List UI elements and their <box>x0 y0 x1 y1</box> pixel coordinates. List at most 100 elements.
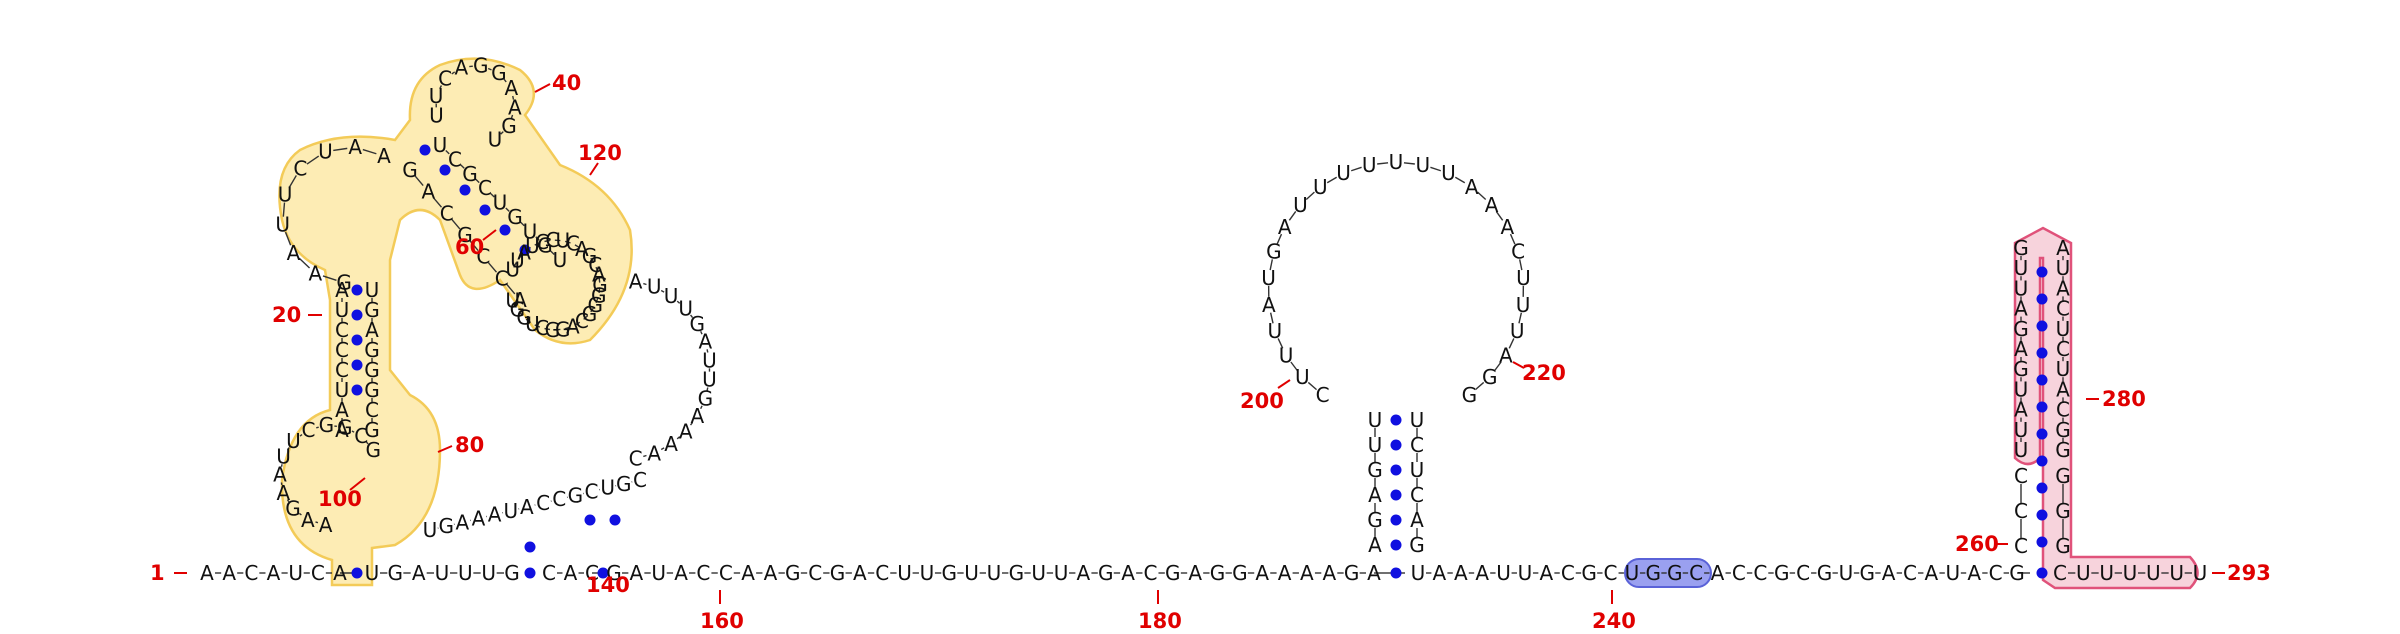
left-lower-loop-nt: A <box>319 513 333 537</box>
pos-label-1: 1 <box>150 561 165 585</box>
hairpin-mid-stem-right-nt: G <box>1409 533 1425 557</box>
main-strand-4-nt: A <box>1454 561 1468 585</box>
backbone-segment <box>1288 211 1297 221</box>
base-pair-dot <box>499 224 511 236</box>
hairpin-mid-loop-nt: U <box>1267 319 1282 343</box>
pos-label-60: 60 <box>455 235 484 259</box>
main-strand-1-nt: U <box>458 561 473 585</box>
hairpin-mid-loop-nt: U <box>1510 319 1525 343</box>
hairpin-mid-loop-nt: A <box>1485 193 1499 217</box>
base-pair-dot <box>1390 464 1402 476</box>
base-pair-dot <box>524 541 536 553</box>
hairpin-right-arm-left-nt: A <box>2014 297 2028 321</box>
main-strand-4-nt: A <box>1540 561 1554 585</box>
top-loop-nt: U <box>429 103 444 127</box>
backbone-segment <box>1493 361 1502 372</box>
base-pair-dot <box>479 204 491 216</box>
backbone-segment <box>282 202 286 217</box>
main-strand-3-nt: A <box>1188 561 1202 585</box>
main-strand-5-nt: U <box>2169 561 2184 585</box>
left-lower-loop-nt: A <box>301 508 315 532</box>
tick-220 <box>1512 361 1525 369</box>
backbone-segment <box>288 175 297 188</box>
main-strand-3-nt: G <box>1165 561 1181 585</box>
base-pair-dot <box>351 384 363 396</box>
hairpin-mid-loop-nt: G <box>1266 240 1282 264</box>
hairpin-right-arm-right-nt: U <box>2056 317 2071 341</box>
backbone-segment <box>1276 233 1283 245</box>
hairpin-mid-stem-right-nt: U <box>1410 458 1425 482</box>
long-arm-nt: A <box>629 269 643 293</box>
base-pair-dot <box>351 359 363 371</box>
main-strand-4-nt: U <box>1411 561 1426 585</box>
backbone-lines <box>215 65 2192 574</box>
main-strand-0-nt: U <box>288 561 303 585</box>
main-strand-3-nt: A <box>741 561 755 585</box>
backbone-segment <box>676 300 681 304</box>
hairpin-mid-stem-left-nt: U <box>1368 408 1383 432</box>
main-strand-5-nt: U <box>2193 561 2208 585</box>
pos-label-180: 180 <box>1138 609 1182 633</box>
inner-loop-nt: G <box>591 283 607 307</box>
tick-100 <box>349 477 366 491</box>
hairpin-right-stem-left-nt: C <box>2014 499 2028 523</box>
left-upper-loop-nt: U <box>278 183 293 207</box>
inner-helix-left-nt: A <box>513 288 527 312</box>
inner-loop-nt: A <box>566 314 580 338</box>
backbone-segment <box>544 327 551 331</box>
backbone-segment <box>333 147 348 152</box>
top-loop-nt: C <box>438 66 452 90</box>
tail-strand-nt: C <box>552 487 566 511</box>
backbone-segment <box>534 242 541 246</box>
inner-loop-nt: U <box>510 248 525 272</box>
main-strand-4-nt: C <box>1561 561 1575 585</box>
left-helix-a-nt: A <box>335 278 349 302</box>
backbone-segment <box>518 253 524 259</box>
base-pair-dot <box>609 514 621 526</box>
inner-loop-nt: U <box>555 229 570 253</box>
hairpin-mid-loop-nt: U <box>1336 161 1351 185</box>
main-strand-4-nt: U <box>1839 561 1854 585</box>
top-loop-nt: G <box>501 114 517 138</box>
backbone-segment <box>1277 338 1284 349</box>
main-strand-1-nt: U <box>481 561 496 585</box>
backbone-segment <box>365 441 369 445</box>
base-pair-dot <box>2036 567 2048 579</box>
inner-loop-nt: C <box>575 309 589 333</box>
main-strand-3-nt: G <box>1098 561 1114 585</box>
hairpin-right-arm-right-nt: C <box>2056 398 2070 422</box>
main-strand-4-nt: G <box>1581 561 1597 585</box>
inner-helix-right-nt: U <box>493 191 508 215</box>
hairpin-right-arm-left-nt: G <box>2013 317 2029 341</box>
main-strand-4-nt: A <box>1475 561 1489 585</box>
hairpin-mid-loop-nt: A <box>1262 293 1276 317</box>
hairpin-mid-loop-nt: U <box>1415 153 1430 177</box>
backbone-segment <box>643 282 647 286</box>
top-loop-nt: G <box>473 53 489 77</box>
hairpin-right-arm-right-nt: G <box>2055 418 2071 442</box>
long-arm-nt: C <box>629 447 643 471</box>
hairpin-right-arm-right-nt: G <box>2055 438 2071 462</box>
left-upper-loop-nt: A <box>309 262 323 286</box>
inner-helix-right-nt: U <box>553 248 568 272</box>
main-strand-4-nt: U <box>1518 561 1533 585</box>
main-strand-3-nt: G <box>942 561 958 585</box>
long-arm-nt: U <box>702 368 717 392</box>
left-helix-b-nt: G <box>364 378 380 402</box>
inner-helix-left-nt: C <box>440 201 454 225</box>
inner-loop-nt: C <box>588 253 602 277</box>
hairpin-right-stem-right-nt: G <box>2055 534 2071 558</box>
tail-strand-nt: C <box>536 491 550 515</box>
backbone-segment <box>1269 259 1274 271</box>
backbone-segment <box>1509 233 1516 245</box>
base-pair-dot <box>519 244 531 256</box>
pos-label-280: 280 <box>2102 387 2146 411</box>
main-strand-3-nt: G <box>1344 561 1360 585</box>
backbone-segment <box>500 131 504 135</box>
backbone-segment <box>1377 162 1389 165</box>
tick-60 <box>482 229 497 241</box>
backbone-segment <box>564 240 571 244</box>
main-strand-2-nt: A <box>564 561 578 585</box>
pos-label-160: 160 <box>700 609 744 633</box>
backbone-segment <box>1477 191 1487 201</box>
